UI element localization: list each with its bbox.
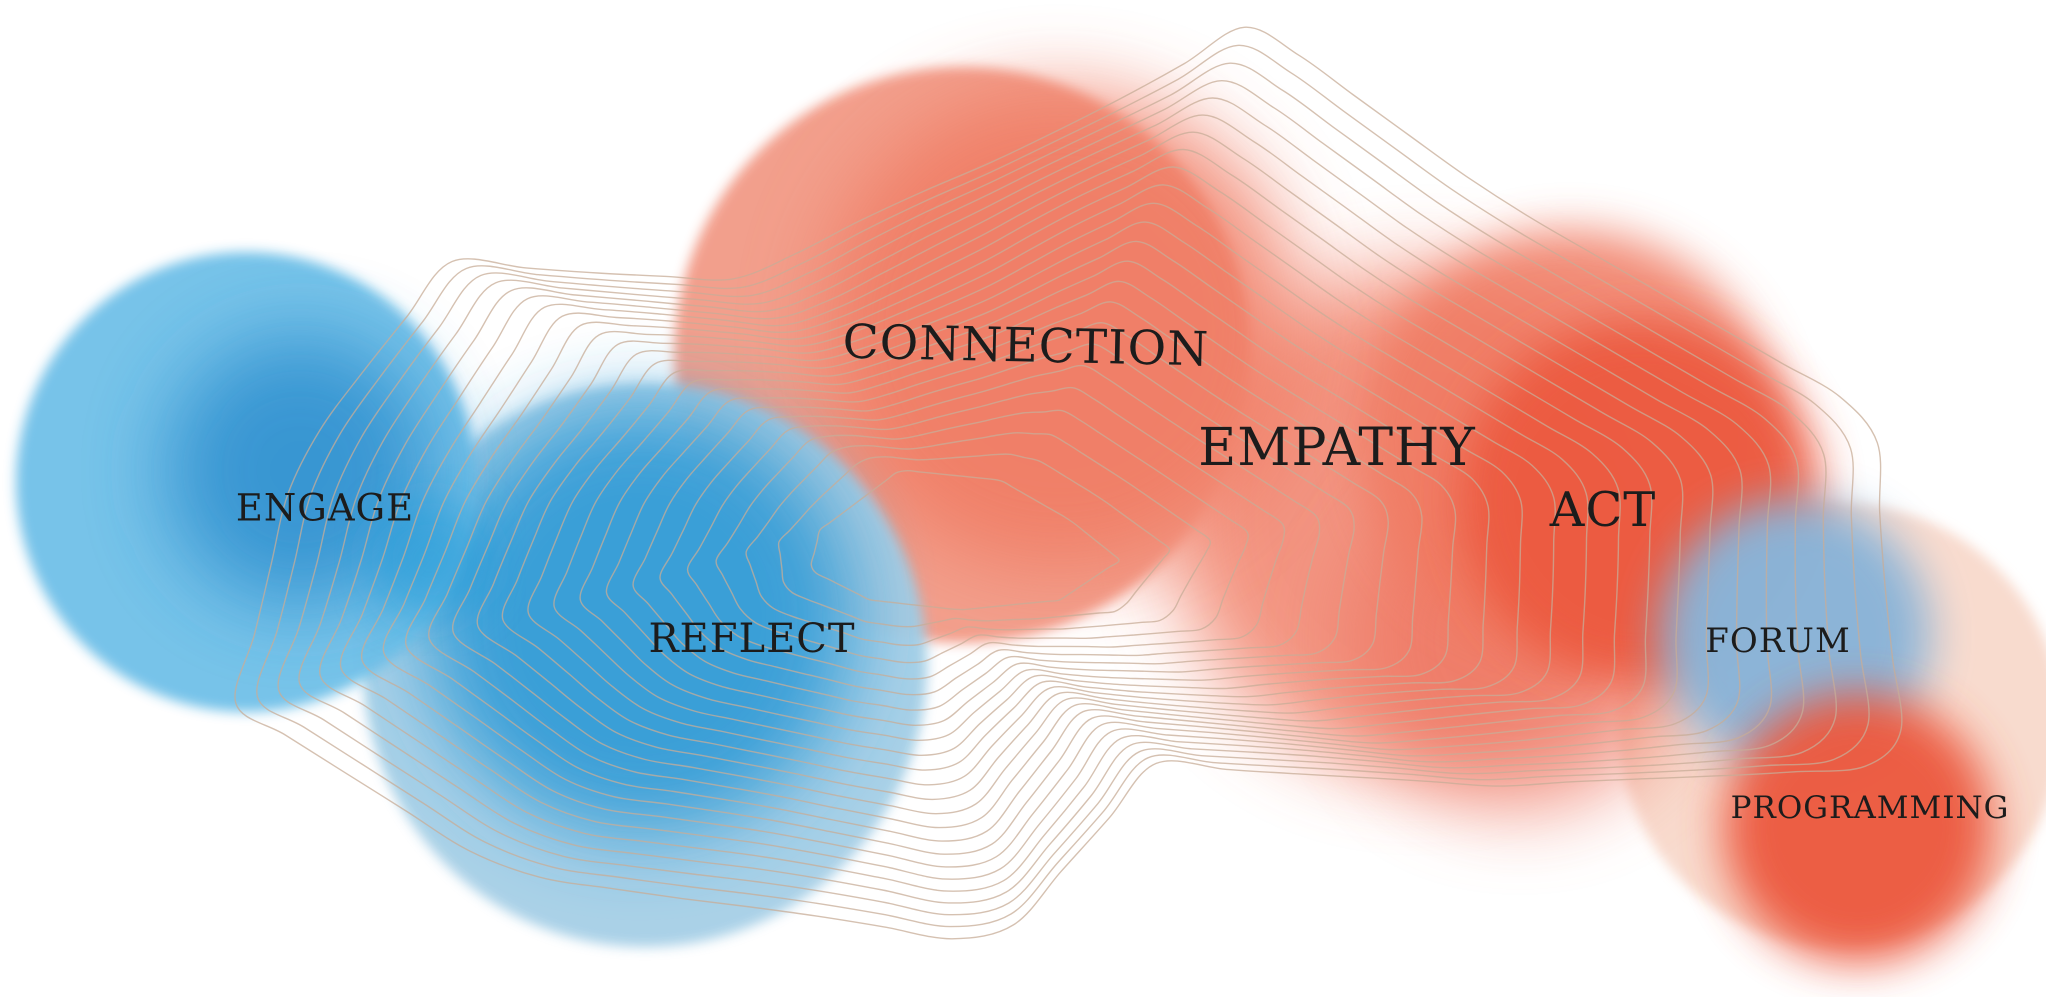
contour-ring [256,44,1870,928]
contour-ring [553,280,1457,757]
contour-ring [605,322,1389,727]
contour-ring [715,409,1249,664]
contour-ring [318,97,1773,892]
forum-label: FORUM [1705,621,1851,661]
contour-ring [298,79,1805,904]
programming-circle [1723,693,1993,963]
engage-label: ENGAGE [235,486,415,530]
act-label: ACT [1549,482,1657,538]
reflect-core-circle [425,405,855,835]
contour-ring [339,114,1743,880]
contour-lines [234,26,1903,940]
contour-ring [632,343,1355,711]
contour-ring [404,166,1653,842]
programming-label: PROGRAMMING [1730,790,2010,826]
contour-ring [527,260,1490,771]
contour-ring [428,184,1621,829]
connection-core-circle [820,90,1300,570]
contour-ring [501,240,1523,786]
contour-ring [579,301,1423,742]
contour-ring [777,453,1171,628]
contour-ring [659,364,1321,696]
contour-ring [686,386,1286,680]
contour-ring [360,131,1714,868]
engage-overlap [370,500,490,620]
connection-label: CONNECTION [842,314,1210,378]
contour-ring [451,202,1589,815]
contour-ring [745,432,1212,647]
empathy-label: EMPATHY [1198,418,1476,478]
contour-ring [476,221,1556,801]
contour-ring [382,148,1684,855]
contour-ring [810,469,1120,611]
contour-ring [234,26,1903,940]
reflect-label: REFLECT [648,616,856,662]
contour-ring [277,62,1837,916]
